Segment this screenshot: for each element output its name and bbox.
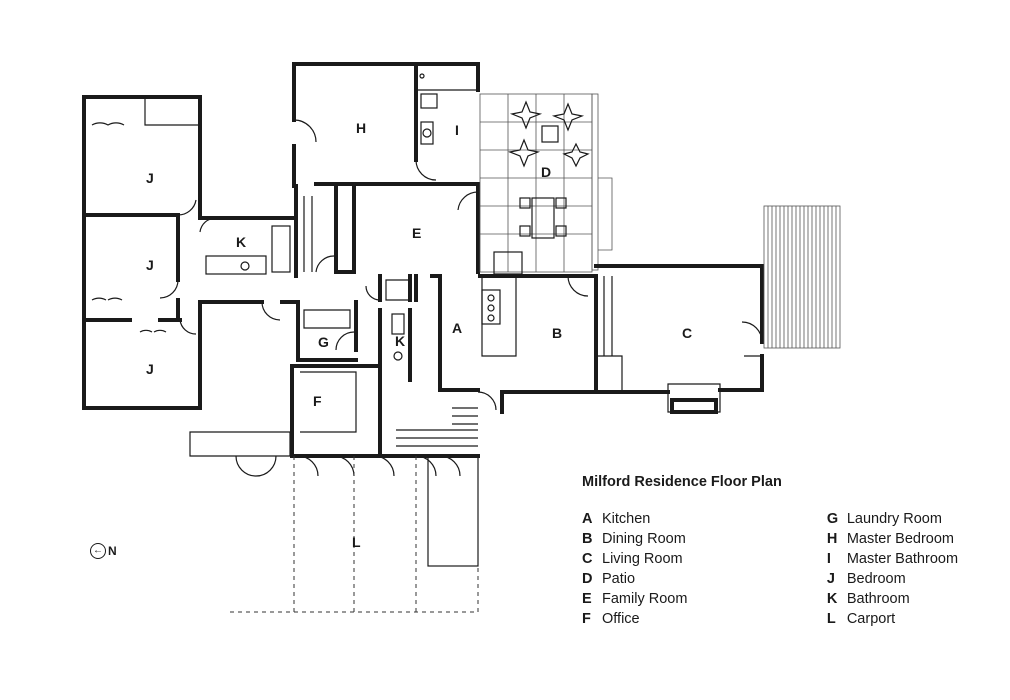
legend-item: E Family Room <box>582 589 827 609</box>
legend-item: C Living Room <box>582 549 827 569</box>
service-core <box>290 274 480 458</box>
master-suite <box>292 62 480 188</box>
legend-label: Dining Room <box>602 531 686 547</box>
room-label-k-upper: K <box>236 234 246 250</box>
legend-label: Master Bathroom <box>846 551 959 567</box>
legend-key: F <box>582 611 591 627</box>
legend-item: L Carport <box>827 609 992 629</box>
room-label-c: C <box>682 325 692 341</box>
legend-key: D <box>582 571 593 587</box>
living-room-c <box>594 205 841 414</box>
legend-key: K <box>826 591 838 607</box>
north-arrow-icon: ← <box>90 543 106 559</box>
bathroom-k-upper <box>198 216 300 321</box>
room-label-h: H <box>356 120 366 136</box>
legend-key: E <box>582 591 592 607</box>
kitchen-dining <box>414 274 598 414</box>
legend-key: H <box>826 531 838 547</box>
legend-item: G Laundry Room <box>827 509 992 529</box>
room-label-i: I <box>455 122 459 138</box>
north-label: N <box>108 544 117 558</box>
legend-item: D Patio <box>582 569 827 589</box>
patio-d <box>479 93 613 275</box>
room-label-g: G <box>318 334 329 350</box>
legend-column-left: A Kitchen B Dining Room C Living Room D Pati… <box>582 509 827 629</box>
legend-item: H Master Bedroom <box>827 529 992 549</box>
room-label-b: B <box>552 325 562 341</box>
legend-label: Carport <box>846 611 896 627</box>
legend-label: Patio <box>602 571 636 587</box>
room-label-j-bottom: J <box>146 361 154 377</box>
legend-item: J Bedroom <box>827 569 992 589</box>
room-label-f: F <box>313 393 322 409</box>
legend-column-right: G Laundry Room H Master Bedroom I Master Ba… <box>827 509 992 629</box>
legend-item: I Master Bathroom <box>827 549 992 569</box>
legend-key: I <box>826 551 831 567</box>
legend-item: F Office <box>582 609 827 629</box>
legend-label: Living Room <box>602 551 683 567</box>
room-label-a: A <box>452 320 462 336</box>
room-label-d: D <box>541 164 551 180</box>
legend-label: Master Bedroom <box>846 531 955 547</box>
legend-key: L <box>826 611 836 627</box>
room-label-e: E <box>412 225 421 241</box>
legend-label: Bedroom <box>846 571 906 587</box>
legend-key: B <box>582 531 593 547</box>
legend-label: Bathroom <box>846 591 910 607</box>
family-room-e <box>294 182 480 278</box>
room-label-j-top: J <box>146 170 154 186</box>
room-label-l: L <box>352 534 361 550</box>
legend-title: Milford Residence Floor Plan <box>582 474 782 490</box>
room-label-k-lower: K <box>395 333 405 349</box>
legend-item: K Bathroom <box>827 589 992 609</box>
legend-key: G <box>826 511 839 527</box>
legend-item: B Dining Room <box>582 529 827 549</box>
bedroom-wing <box>82 95 202 410</box>
legend-item: A Kitchen <box>582 509 827 529</box>
legend-key: C <box>582 551 593 567</box>
legend-label: Family Room <box>602 591 688 607</box>
room-label-j-middle: J <box>146 257 154 273</box>
north-indicator: ← N <box>90 543 117 559</box>
legend-label: Laundry Room <box>846 511 942 527</box>
lower-hall <box>189 300 461 477</box>
legend-key: J <box>826 571 835 587</box>
legend-key: A <box>582 511 593 527</box>
legend-label: Kitchen <box>602 511 651 527</box>
legend-label: Office <box>602 611 640 627</box>
carport-l <box>230 455 479 613</box>
